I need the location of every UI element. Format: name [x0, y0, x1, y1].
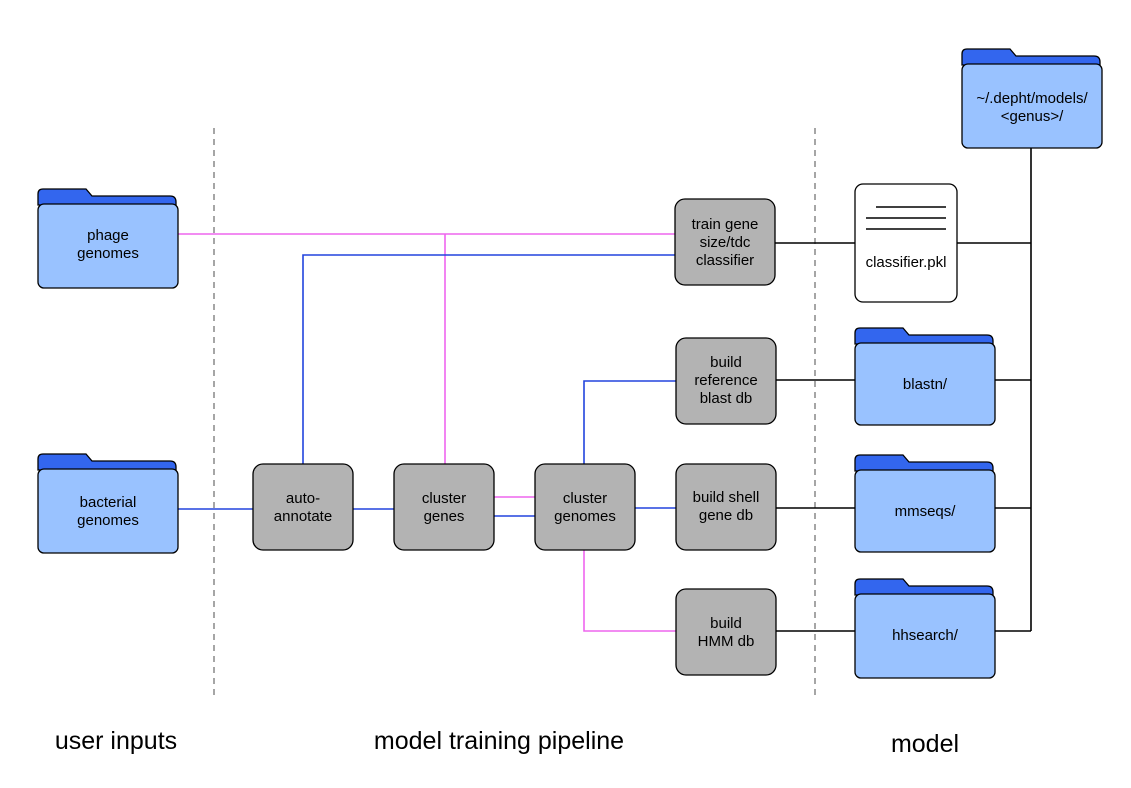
process-label-line2: annotate: [274, 508, 332, 525]
folder-label-line1: ~/.depht/models/: [976, 90, 1088, 107]
process-box: [393, 463, 495, 551]
process-box: [252, 463, 354, 551]
folder-tab: [961, 48, 1101, 66]
process-label-line1: cluster: [422, 490, 466, 507]
process-cluster-genomes: cluster genomes: [534, 463, 636, 551]
folder-body: [854, 342, 996, 426]
edge-annotate-to-train: [302, 254, 675, 464]
file-classifier-pkl: classifier.pkl: [854, 183, 958, 303]
process-build-shell-gene-db: build shell gene db: [675, 463, 777, 551]
folder-tab: [854, 578, 994, 596]
process-label-line1: build shell: [693, 489, 760, 506]
folder-label: blastn/: [903, 376, 948, 393]
folder-body: [37, 468, 179, 554]
folder-tab: [854, 327, 994, 345]
connectors: [178, 148, 1032, 632]
folder-label-line1: phage: [87, 227, 129, 244]
process-label-line2: size/tdc: [700, 234, 751, 251]
process-cluster-genes: cluster genes: [393, 463, 495, 551]
process-label-line1: train gene: [692, 216, 759, 233]
process-box: [675, 337, 777, 425]
folder-tab: [37, 453, 177, 471]
process-train-classifier: train gene size/tdc classifier: [674, 198, 776, 286]
file-body: [854, 183, 958, 303]
folder-label-line2: genomes: [77, 512, 139, 529]
edge-genomes-to-hmm: [583, 550, 676, 632]
process-label-line1: cluster: [563, 490, 607, 507]
section-label-pipeline: model training pipeline: [374, 727, 624, 755]
process-box: [675, 588, 777, 676]
folder-mmseqs: mmseqs/: [854, 454, 996, 553]
process-label-line3: classifier: [696, 252, 754, 269]
edge-genomes-to-blast: [583, 380, 676, 464]
process-label-line2: reference: [694, 372, 757, 389]
process-box: [534, 463, 636, 551]
folder-tab: [37, 188, 177, 206]
folder-label: mmseqs/: [895, 503, 957, 520]
folder-label-line2: <genus>/: [1001, 108, 1064, 125]
process-auto-annotate: auto- annotate: [252, 463, 354, 551]
folder-body: [961, 63, 1103, 149]
file-label: classifier.pkl: [866, 254, 947, 271]
folder-label: hhsearch/: [892, 627, 959, 644]
process-label-line1: build: [710, 615, 742, 632]
section-label-inputs: user inputs: [55, 727, 177, 755]
process-label-line2: genomes: [554, 508, 616, 525]
section-label-model: model: [891, 730, 959, 758]
folder-phage-genomes: phage genomes: [37, 188, 179, 289]
folder-body: [854, 469, 996, 553]
folder-label-line2: genomes: [77, 245, 139, 262]
folder-tab: [854, 454, 994, 472]
folder-hhsearch: hhsearch/: [854, 578, 996, 679]
folder-body: [37, 203, 179, 289]
process-label-line2: genes: [424, 508, 465, 525]
process-box: [674, 198, 776, 286]
folder-models-genus: ~/.depht/models/ <genus>/: [961, 48, 1103, 149]
folder-label-line1: bacterial: [80, 494, 137, 511]
process-label-line1: build: [710, 354, 742, 371]
process-box: [675, 463, 777, 551]
process-label-line3: blast db: [700, 390, 753, 407]
process-build-blast-db: build reference blast db: [675, 337, 777, 425]
process-label-line1: auto-: [286, 490, 320, 507]
folder-blastn: blastn/: [854, 327, 996, 426]
process-build-hmm-db: build HMM db: [675, 588, 777, 676]
folder-bacterial-genomes: bacterial genomes: [37, 453, 179, 554]
process-label-line2: HMM db: [698, 633, 755, 650]
process-label-line2: gene db: [699, 507, 753, 524]
folder-body: [854, 593, 996, 679]
